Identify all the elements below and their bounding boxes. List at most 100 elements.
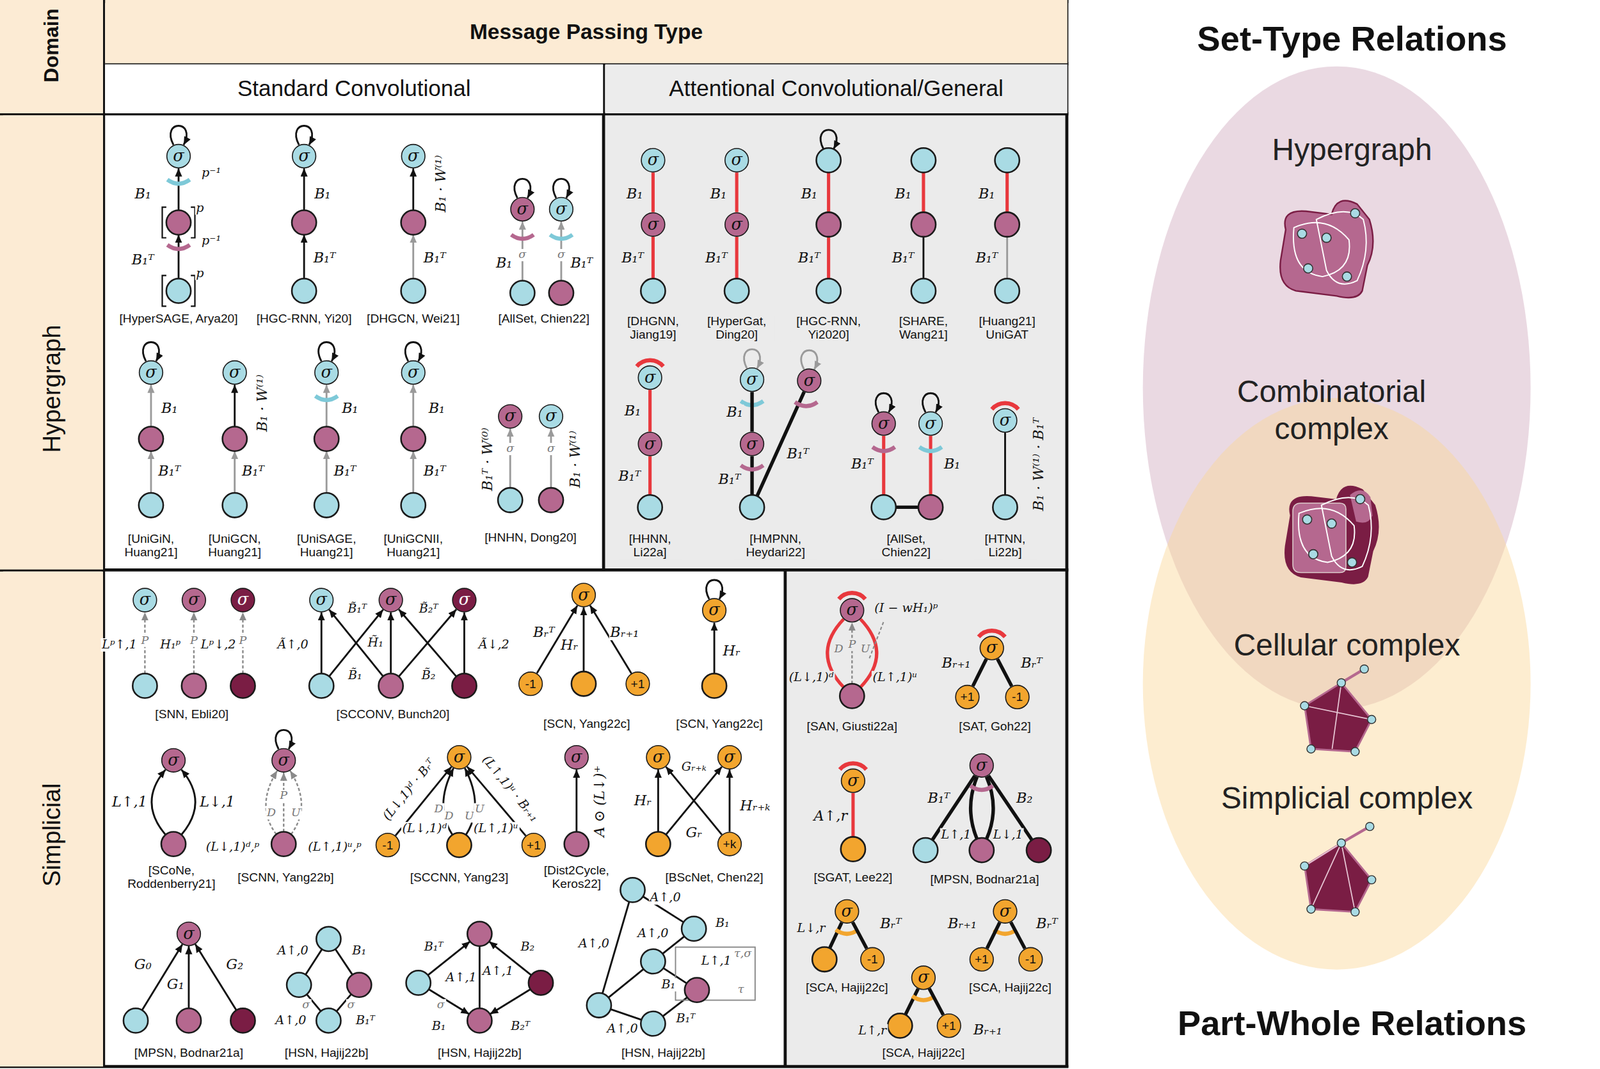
math-label: p [195,201,205,216]
cell-circle [316,926,341,952]
cell-circle [138,492,164,518]
math-label: B₁ᵀ [354,1013,376,1028]
cell-circle [637,494,662,520]
cell-circle [681,916,706,941]
table-border [1065,0,1069,1068]
citation-caption: [HHNN, Li22a] [618,532,682,560]
layout-line [648,456,652,496]
circle-node: σ [840,768,866,793]
node-symbol: σ [517,200,528,218]
panel-ground [786,571,1067,1068]
node-symbol: σ [878,415,889,432]
circle-node: σ [702,597,727,623]
cell-circle [911,212,936,237]
cell-circle [640,278,665,303]
math-label: B₁ᵀ [849,456,875,473]
layout-line [428,988,470,1014]
math-label: B₁ [660,977,677,992]
icon-outline [1298,508,1355,562]
connector [648,389,652,432]
layout-line [320,612,323,674]
math-label: B̃₂ [420,668,437,683]
circle-node: σ [739,431,765,456]
layout-line [1005,172,1009,212]
cell-circle [1026,837,1051,863]
layout-line [657,769,660,832]
icon-shape [1304,682,1372,752]
edge-label: Bᵣᵀ [1034,915,1059,932]
citation-caption: [AllSet, Chien22] [497,312,591,327]
layout-line [610,1009,642,1020]
layout-line [509,428,512,488]
venn-ellipse: Cellular complexSimplicial complex [1143,398,1531,970]
cell-circle [995,278,1020,303]
node-symbol: σ [746,371,758,388]
math-label: B₁ᵀ [704,250,729,267]
citation-caption: [SGAT, Lee22] [812,871,894,885]
math-label: (L↑,1)ᵘ,ᵖ [307,840,363,854]
node-symbol: σ [570,748,582,766]
cell-circle [571,671,596,696]
cell-circle [840,836,866,861]
math-label: B₁ᵀ [130,252,155,269]
layout-line [651,236,655,279]
aggregation-bar [970,785,993,790]
layout-line [412,384,415,427]
layout-line [851,622,853,685]
node-symbol: σ [183,925,194,943]
operator-mark: σ [517,248,528,262]
connector [1010,922,1025,949]
aggregation-bar [167,245,190,249]
connector [735,172,739,212]
math-label: L↓,1 [199,794,237,811]
math-label: A↑,0 [636,926,670,941]
layout-line [881,435,886,495]
cell-text: Attentional Convolutional/General [668,75,1004,102]
cell-text: Message Passing Type [469,19,703,44]
header-cell: Domain [0,0,104,114]
cell-circle [467,921,492,946]
math-label: p [195,266,205,281]
vertex-dot [1300,701,1309,710]
self-loop [296,126,313,146]
vertex-dot [1350,208,1360,218]
layout-line [1006,236,1008,279]
operator-mark: U [859,642,872,655]
math-label: Hᵣ [632,792,653,809]
citation-caption: [SCA, Hajij22c] [804,981,889,995]
bracket [162,275,196,306]
layout-line [150,384,153,427]
cell-circle [739,494,765,520]
node-symbol: σ [924,415,936,432]
math-label: A↑,1 [444,970,478,985]
math-label: B₁ [977,186,996,203]
citation-caption: [UniSAGE, Huang21] [288,532,365,560]
node-symbol: σ [555,200,567,218]
operator-mark: U [473,803,486,816]
aggregation-bar [912,995,935,1000]
operator-mark: P [140,634,150,648]
layout-line [412,234,415,280]
layout-line [1004,432,1007,495]
circle-node: σ [739,367,765,392]
vertex-dot [1336,839,1346,848]
circle-node: σ [446,744,472,770]
math-label: B₁ [427,400,447,416]
circle-node: -1 [1018,947,1043,972]
edge-label: Bᵣᵀ [1020,655,1044,672]
vertex-dot [1342,272,1352,281]
node-symbol: σ [730,216,742,233]
node-symbol: σ [145,364,157,381]
circle-node: +1 [969,947,994,972]
venn-label: Simplicial complex [1221,779,1473,816]
citation-caption: [SCCNN, Yang23] [408,871,510,885]
node-symbol: σ [316,592,328,609]
layout-line [829,922,842,948]
cell-text: Domain [39,8,64,83]
cell-circle [538,487,564,512]
cell-circle [620,877,645,902]
cell-circle [839,683,864,708]
vertex-dot [1322,232,1332,242]
math-label: B̃₁ᵀ [346,602,368,616]
